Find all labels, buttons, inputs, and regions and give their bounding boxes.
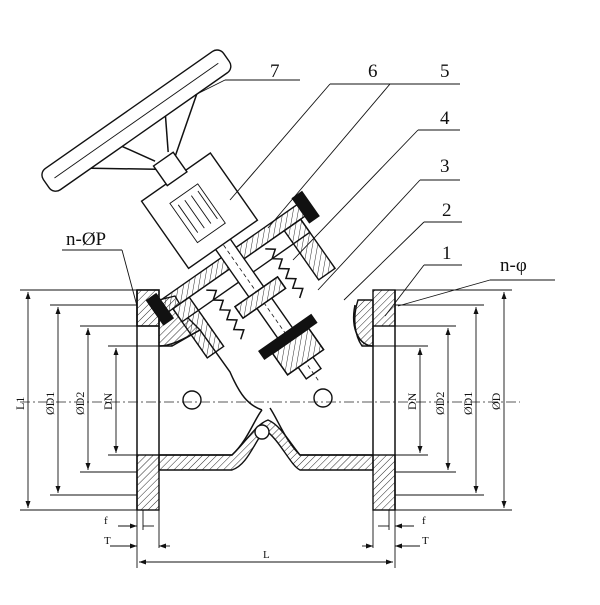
body-hole-left xyxy=(182,390,202,410)
dim-left-D2: ØD2 xyxy=(73,392,87,415)
callout-2: 2 xyxy=(442,200,452,221)
dim-left-T: T xyxy=(104,535,111,547)
dim-L1: L1 xyxy=(13,397,27,410)
callout-leaders xyxy=(62,79,555,317)
body-hole-right xyxy=(313,388,333,408)
right-flange-bottom xyxy=(372,454,396,511)
dim-right-D2: ØD2 xyxy=(433,392,447,415)
label-left-bolt-holes: n-ØP xyxy=(66,229,106,250)
callout-numbers: 7 6 5 4 3 2 1 n-ØP n-φ xyxy=(66,61,527,276)
dim-right-D1: ØD1 xyxy=(461,392,475,415)
right-dimensions: DN ØD2 ØD1 ØD xyxy=(373,289,512,511)
label-right-bolt-holes: n-φ xyxy=(500,255,527,276)
callout-4: 4 xyxy=(440,108,450,129)
callout-7: 7 xyxy=(270,61,280,82)
valve-body xyxy=(136,289,396,511)
dim-right-D: ØD xyxy=(489,392,503,410)
callout-3: 3 xyxy=(440,156,450,177)
dim-right-T: T xyxy=(422,535,429,547)
body-hole-bottom xyxy=(254,424,270,440)
left-flange-bottom xyxy=(136,454,160,511)
right-flange-top xyxy=(372,289,396,327)
callout-1: 1 xyxy=(442,243,452,264)
dim-right-f: f xyxy=(422,515,426,527)
dim-length-L: L xyxy=(263,549,270,561)
left-dimensions: L1 ØD1 ØD2 DN xyxy=(13,289,159,511)
bonnet-assembly xyxy=(41,49,337,383)
callout-5: 5 xyxy=(440,61,450,82)
dim-left-f: f xyxy=(104,515,108,527)
bottom-dimensions: f T f T L xyxy=(104,510,429,568)
callout-6: 6 xyxy=(368,61,378,82)
dim-left-DN: DN xyxy=(101,392,115,410)
dim-left-D1: ØD1 xyxy=(43,392,57,415)
dim-right-DN: DN xyxy=(405,392,419,410)
